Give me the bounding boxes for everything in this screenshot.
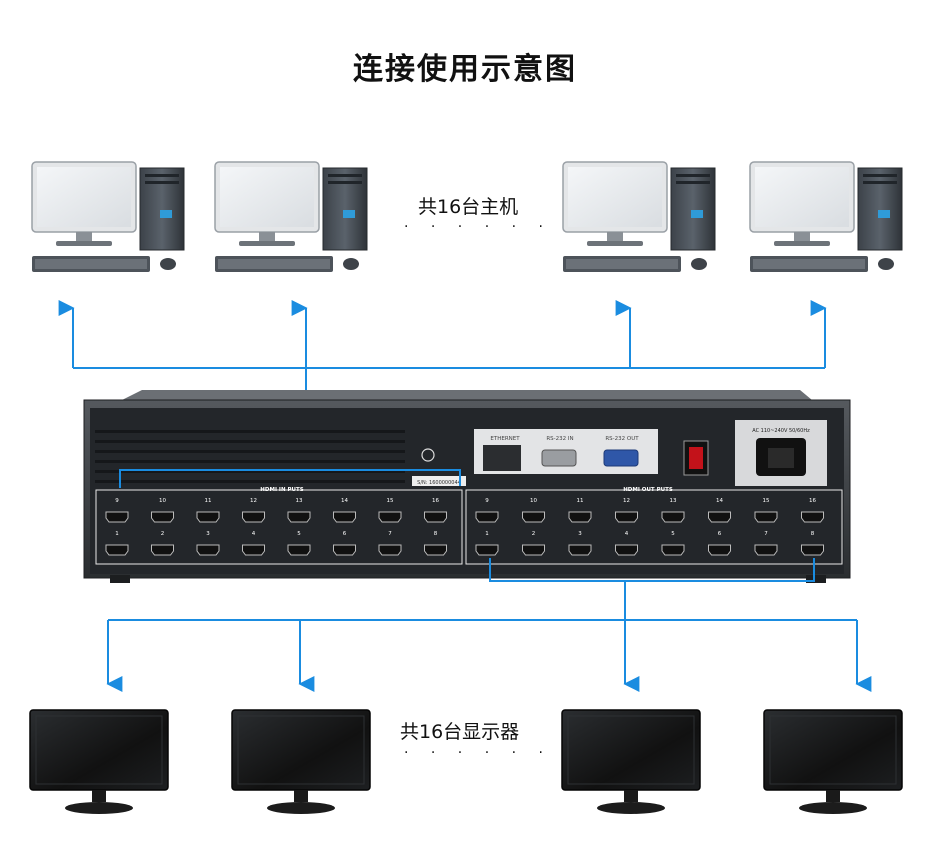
- input-port-number: 16: [432, 498, 439, 504]
- output-hdmi-port: [661, 544, 685, 556]
- host-computer-4: [749, 161, 903, 273]
- input-hdmi-port: [196, 544, 220, 556]
- rs232-in-label: RS-232 IN: [546, 436, 573, 442]
- output-hdmi-port: [661, 511, 685, 523]
- input-port-number: 13: [296, 498, 303, 504]
- output-port-number: 16: [809, 498, 816, 504]
- display-monitor-3: [561, 709, 701, 815]
- hosts-label: 共16台主机: [418, 196, 519, 218]
- output-port-number: 4: [625, 531, 629, 537]
- input-hdmi-port: [287, 511, 311, 523]
- output-port-number: 14: [716, 498, 723, 504]
- rs232-out-label: RS-232 OUT: [605, 436, 639, 442]
- input-port-number: 3: [206, 531, 210, 537]
- output-hdmi-port: [522, 511, 545, 523]
- host-computer-1: [31, 161, 185, 273]
- input-port-number: 7: [388, 531, 392, 537]
- display-monitor-2: [231, 709, 371, 815]
- input-hdmi-port: [333, 544, 356, 556]
- input-port-number: 6: [343, 531, 347, 537]
- input-port-number: 4: [252, 531, 256, 537]
- output-connection-lines: [106, 581, 872, 692]
- output-hdmi-port: [568, 544, 592, 556]
- output-hdmi-port: [801, 511, 824, 523]
- input-hdmi-port: [424, 511, 447, 523]
- input-port-number: 2: [161, 531, 165, 537]
- input-port-number: 11: [205, 498, 212, 504]
- monitors-ellipsis: · · · · · · ·: [404, 745, 579, 761]
- input-port-number: 5: [297, 531, 301, 537]
- output-hdmi-port: [754, 511, 778, 523]
- input-hdmi-port: [378, 511, 402, 523]
- input-hdmi-port: [105, 544, 129, 556]
- input-port-number: 9: [115, 498, 119, 504]
- hdmi-matrix-switcher: S/N: 1600000044 ETHERNET RS-232 IN RS-23…: [83, 390, 851, 583]
- output-port-number: 7: [764, 531, 768, 537]
- input-port-number: 15: [387, 498, 394, 504]
- output-hdmi-port: [615, 511, 638, 523]
- display-monitor-1: [29, 709, 169, 815]
- input-hdmi-port: [151, 544, 174, 556]
- output-hdmi-port: [801, 544, 824, 556]
- output-port-number: 2: [532, 531, 536, 537]
- output-port-number: 8: [811, 531, 815, 537]
- input-hdmi-port: [242, 511, 265, 523]
- output-port-number: 6: [718, 531, 722, 537]
- output-port-number: 5: [671, 531, 675, 537]
- output-port-number: 11: [577, 498, 584, 504]
- input-hdmi-port: [151, 511, 174, 523]
- power-label: AC 110~240V 50/60Hz: [752, 428, 810, 434]
- input-hdmi-port: [196, 511, 220, 523]
- inputs-label: HDMI IN PUTS: [260, 487, 303, 493]
- monitors-label: 共16台显示器: [400, 721, 520, 743]
- output-port-number: 13: [670, 498, 677, 504]
- ethernet-label: ETHERNET: [490, 436, 520, 442]
- output-hdmi-port: [475, 544, 499, 556]
- input-hdmi-port: [105, 511, 129, 523]
- port-highlight-lines: [119, 469, 815, 582]
- input-port-number: 8: [434, 531, 438, 537]
- host-computer-2: [214, 161, 368, 273]
- output-port-number: 10: [530, 498, 537, 504]
- host-computer-3: [562, 161, 716, 273]
- output-hdmi-port: [615, 544, 638, 556]
- output-port-number: 1: [485, 531, 489, 537]
- output-hdmi-port: [708, 511, 731, 523]
- serial-number: S/N: 1600000044: [417, 480, 461, 486]
- output-hdmi-port: [568, 511, 592, 523]
- input-hdmi-port: [242, 544, 265, 556]
- display-monitor-4: [763, 709, 903, 815]
- input-port-number: 14: [341, 498, 348, 504]
- input-hdmi-port: [424, 544, 447, 556]
- output-port-number: 15: [763, 498, 770, 504]
- hosts-ellipsis: · · · · · · ·: [404, 219, 579, 235]
- output-port-number: 12: [623, 498, 630, 504]
- input-hdmi-port: [333, 511, 356, 523]
- input-port-number: 12: [250, 498, 257, 504]
- output-hdmi-port: [475, 511, 499, 523]
- output-port-number: 9: [485, 498, 489, 504]
- output-hdmi-port: [708, 544, 731, 556]
- input-port-number: 1: [115, 531, 119, 537]
- output-hdmi-port: [754, 544, 778, 556]
- input-hdmi-port: [378, 544, 402, 556]
- output-hdmi-port: [522, 544, 545, 556]
- outputs-label: HDMI OUT PUTS: [623, 487, 673, 493]
- output-port-number: 3: [578, 531, 582, 537]
- page-title: 连接使用示意图: [353, 52, 577, 87]
- input-hdmi-port: [287, 544, 311, 556]
- input-port-number: 10: [159, 498, 166, 504]
